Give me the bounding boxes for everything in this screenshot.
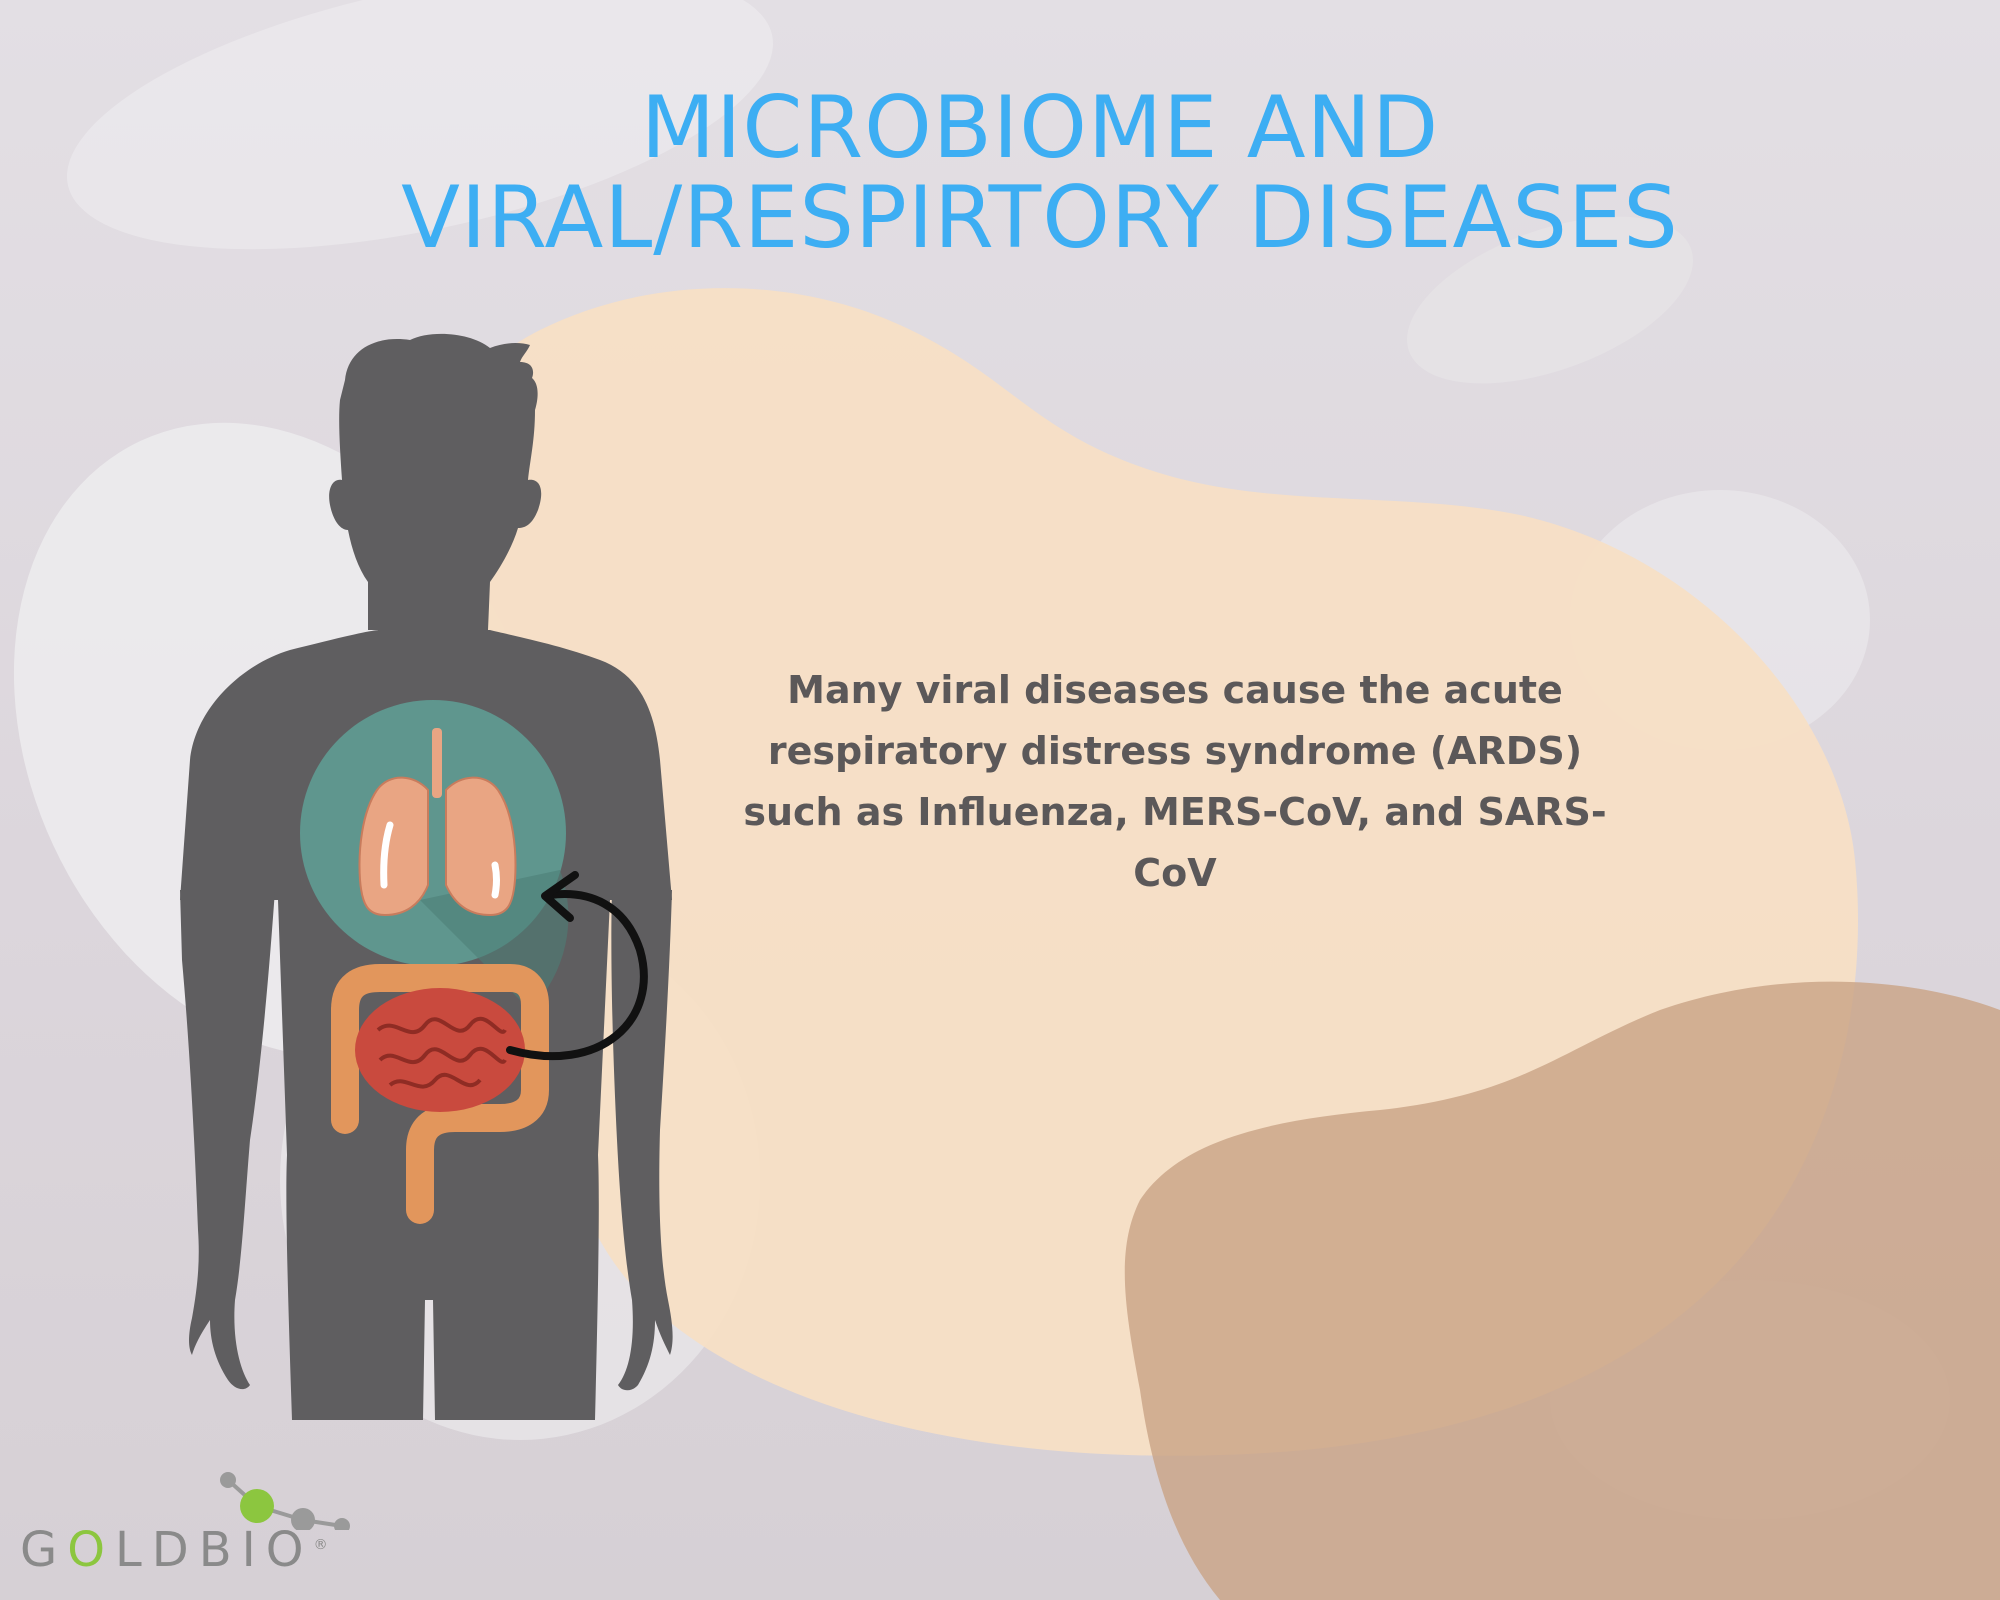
logo-wordmark: GOLDBIO® [20,1522,328,1578]
tan-blob [1124,981,2000,1600]
logo-letter: B [198,1522,242,1578]
goldbio-logo: GOLDBIO® [20,1460,360,1590]
molecule-icon [220,1472,350,1530]
logo-letter: G [20,1522,68,1578]
logo-letter: O [265,1522,314,1578]
logo-letter: L [114,1522,152,1578]
lungs-icon [300,700,569,1010]
intestines-icon [331,964,549,1224]
page-title-line-1: MICROBIOME AND [640,78,1440,178]
logo-letter: D [151,1522,199,1578]
logo-letter: I [241,1522,266,1578]
logo-letter-green-o: O [67,1522,115,1578]
page-title-line-2: VIRAL/RESPIRTORY DISEASES [401,168,1679,268]
registered-mark: ® [313,1537,328,1553]
description-text: Many viral diseases cause the acute resp… [743,668,1607,895]
curved-arrow-icon [506,890,648,1061]
